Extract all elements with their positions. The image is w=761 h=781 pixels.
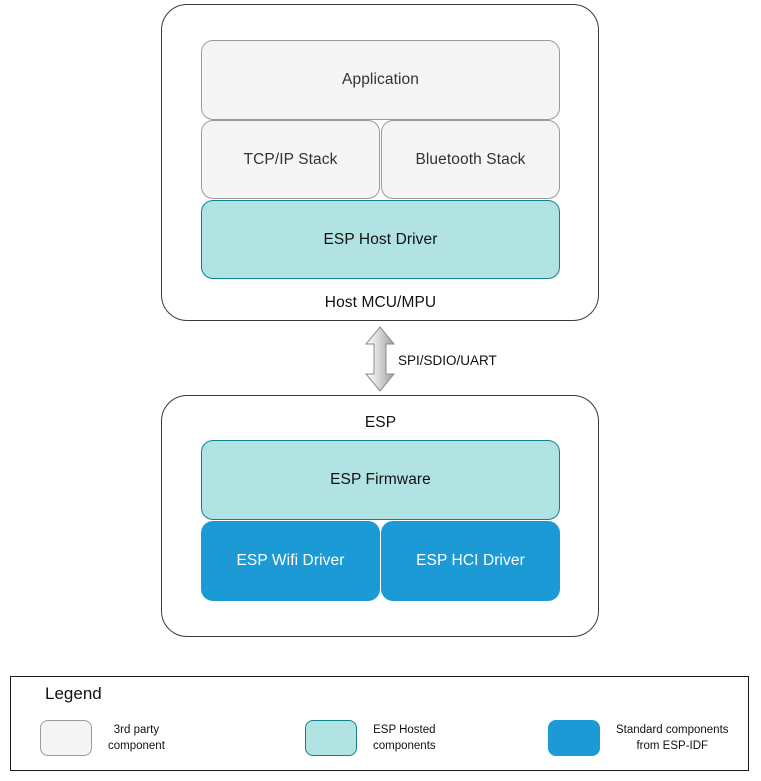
host-mcu-container-label: Host MCU/MPU xyxy=(324,294,437,311)
block-tcpip-stack[interactable]: TCP/IP Stack xyxy=(201,120,380,199)
block-esp-firmware-label: ESP Firmware xyxy=(330,471,431,488)
connector-label: SPI/SDIO/UART xyxy=(398,353,497,368)
block-esp-firmware[interactable]: ESP Firmware xyxy=(201,440,560,520)
block-bluetooth-stack[interactable]: Bluetooth Stack xyxy=(381,120,560,199)
block-esp-hci-driver[interactable]: ESP HCI Driver xyxy=(381,521,560,601)
block-esp-host-driver-label: ESP Host Driver xyxy=(323,230,438,248)
double-headed-vertical-arrow-icon xyxy=(364,326,396,392)
legend-swatch-third-party xyxy=(40,720,92,756)
legend-swatch-esp-hosted xyxy=(305,720,357,756)
block-esp-wifi-driver-label: ESP Wifi Driver xyxy=(236,552,345,569)
block-tcpip-stack-label: TCP/IP Stack xyxy=(243,150,338,168)
block-application[interactable]: Application xyxy=(201,40,560,120)
esp-container-label: ESP xyxy=(364,414,397,431)
legend-item-esp-idf: Standard components from ESP-IDF xyxy=(548,716,729,760)
legend-item-esp-hosted: ESP Hosted components xyxy=(305,716,436,760)
legend-label-esp-hosted: ESP Hosted components xyxy=(373,724,436,752)
legend-label-esp-idf: Standard components from ESP-IDF xyxy=(616,724,729,752)
legend-title: Legend xyxy=(45,684,102,703)
block-esp-wifi-driver[interactable]: ESP Wifi Driver xyxy=(201,521,380,601)
block-application-label: Application xyxy=(342,71,419,88)
legend-item-third-party: 3rd party component xyxy=(40,716,165,760)
legend-panel xyxy=(10,676,749,771)
block-bluetooth-stack-label: Bluetooth Stack xyxy=(415,150,526,168)
block-esp-host-driver[interactable]: ESP Host Driver xyxy=(201,200,560,279)
block-esp-hci-driver-label: ESP HCI Driver xyxy=(416,552,525,569)
legend-swatch-esp-idf xyxy=(548,720,600,756)
legend-label-third-party: 3rd party component xyxy=(108,724,165,752)
